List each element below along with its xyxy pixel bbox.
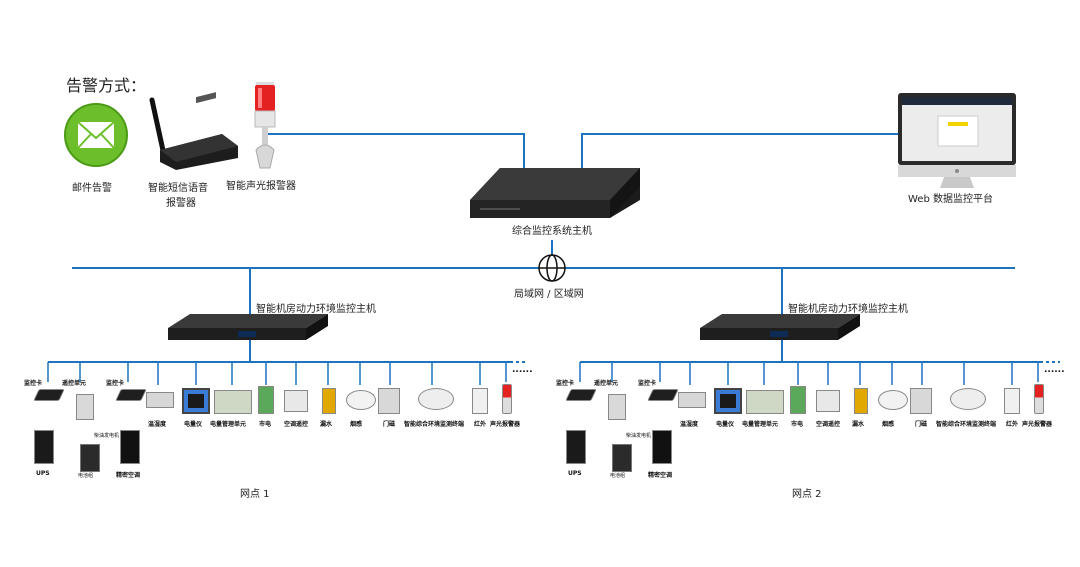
site1-meter-icon (182, 388, 210, 414)
site1-ir-icon (472, 388, 488, 414)
network-label: 局域网 / 区域网 (514, 289, 584, 300)
site1-precision-ac-icon (120, 430, 140, 464)
site2-ir-icon (1004, 388, 1020, 414)
site2-temp-label: 温湿度 (680, 421, 699, 428)
site2-env-label: 智能综合环境监测终端 (936, 421, 997, 428)
site2-door-icon (910, 388, 932, 414)
site2-remote-icon (608, 394, 626, 420)
site2-alarm-icon (1034, 384, 1044, 414)
site1-card2-icon (115, 389, 147, 401)
site1-drops (47, 362, 507, 385)
site2-alarm-label: 声光报警器 (1022, 421, 1053, 428)
site2-door-label: 门磁 (915, 421, 928, 428)
web-platform-label: Web 数据监控平台 (908, 194, 993, 205)
site2-ir-label: 红外 (1006, 421, 1019, 428)
site2-remote-label: 遥控单元 (594, 380, 619, 387)
site1-mains-label: 市电 (259, 421, 272, 428)
site1-leak-label: 漏水 (320, 421, 333, 428)
site2-meter-label: 电量仪 (716, 421, 735, 428)
site2-ups-label: UPS (568, 470, 582, 477)
alarm-light-icon (254, 82, 276, 169)
site1-ups-label: UPS (36, 470, 50, 477)
site1-label: 网点 1 (240, 489, 270, 500)
site2-env-icon (950, 388, 986, 410)
site2-leak-icon (854, 388, 868, 414)
site2-smoke-icon (878, 390, 908, 410)
site2-ac-remote-icon (816, 390, 840, 412)
site2-smoke-label: 烟感 (882, 421, 895, 428)
site1-ac-remote-label: 空调遥控 (284, 421, 309, 428)
site1-alarm-icon (502, 384, 512, 414)
web-monitor-icon (898, 93, 1016, 188)
email-alarm-label: 邮件告警 (72, 183, 112, 194)
site2-power-unit-icon (746, 390, 784, 414)
site1-host-label: 智能机房动力环境监控主机 (256, 304, 376, 315)
site1-door-label: 门磁 (383, 421, 396, 428)
sms-alarm-label-line1: 智能短信语音 (148, 183, 208, 194)
site2-card1-icon (565, 389, 597, 401)
site2-drops (579, 362, 1039, 385)
site1-battery-label: 电池组 (78, 473, 94, 479)
site2-host-label: 智能机房动力环境监控主机 (788, 304, 908, 315)
site1-power-unit-label: 电量管理单元 (210, 421, 247, 428)
site1-card1-icon (33, 389, 65, 401)
site2-host-icon (700, 314, 860, 340)
site1-card1-label: 监控卡 (24, 380, 43, 387)
site1-env-label: 智能综合环境监测终端 (404, 421, 465, 428)
sms-alarm-device-icon (149, 92, 238, 170)
site2-card2-icon (647, 389, 679, 401)
site1-precision-ac-label: 精密空调 (116, 472, 141, 479)
light-alarm-label: 智能声光报警器 (226, 181, 296, 192)
sms-alarm-label-line2: 报警器 (166, 198, 196, 209)
site2-mains-icon (790, 386, 806, 414)
site2-more-label: ...... (1044, 365, 1065, 375)
site1-temp-label: 温湿度 (148, 421, 167, 428)
site1-alarm-label: 声光报警器 (490, 421, 521, 428)
site2-mains-label: 市电 (791, 421, 804, 428)
site1-leak-icon (322, 388, 336, 414)
site2-ups-icon (566, 430, 586, 464)
site2-leak-label: 漏水 (852, 421, 865, 428)
site2-ac-remote-label: 空调遥控 (816, 421, 841, 428)
site2-battery-label: 电池组 (610, 473, 626, 479)
site1-host-icon (168, 314, 328, 340)
site1-door-icon (378, 388, 400, 414)
alarm-methods-title: 告警方式： (66, 76, 147, 95)
site1-more-label: ...... (512, 365, 533, 375)
site2-temp-icon (678, 392, 706, 408)
site1-meter-label: 电量仪 (184, 421, 203, 428)
site1-generator-note-label: 柴油发电机 (94, 433, 120, 439)
site1-ac-remote-icon (284, 390, 308, 412)
site2-generator-icon (612, 444, 632, 472)
site1-ups-icon (34, 430, 54, 464)
central-host-label: 综合监控系统主机 (512, 226, 592, 237)
site1-smoke-label: 烟感 (350, 421, 363, 428)
site2-meter-icon (714, 388, 742, 414)
email-icon (64, 103, 128, 167)
site1-temp-icon (146, 392, 174, 408)
site1-env-icon (418, 388, 454, 410)
site2-card2-label: 监控卡 (638, 380, 657, 387)
site1-smoke-icon (346, 390, 376, 410)
site2-label: 网点 2 (792, 489, 822, 500)
site2-precision-ac-label: 精密空调 (648, 472, 673, 479)
site1-generator-icon (80, 444, 100, 472)
site2-power-unit-label: 电量管理单元 (742, 421, 779, 428)
site2-generator-note-label: 柴油发电机 (626, 433, 652, 439)
site1-power-unit-icon (214, 390, 252, 414)
site2-precision-ac-icon (652, 430, 672, 464)
site1-ir-label: 红外 (474, 421, 487, 428)
site2-card1-label: 监控卡 (556, 380, 575, 387)
network-globe-icon (538, 254, 566, 282)
site1-remote-icon (76, 394, 94, 420)
site1-mains-icon (258, 386, 274, 414)
site1-remote-label: 遥控单元 (62, 380, 87, 387)
central-server-icon (470, 168, 640, 218)
site1-card2-label: 监控卡 (106, 380, 125, 387)
